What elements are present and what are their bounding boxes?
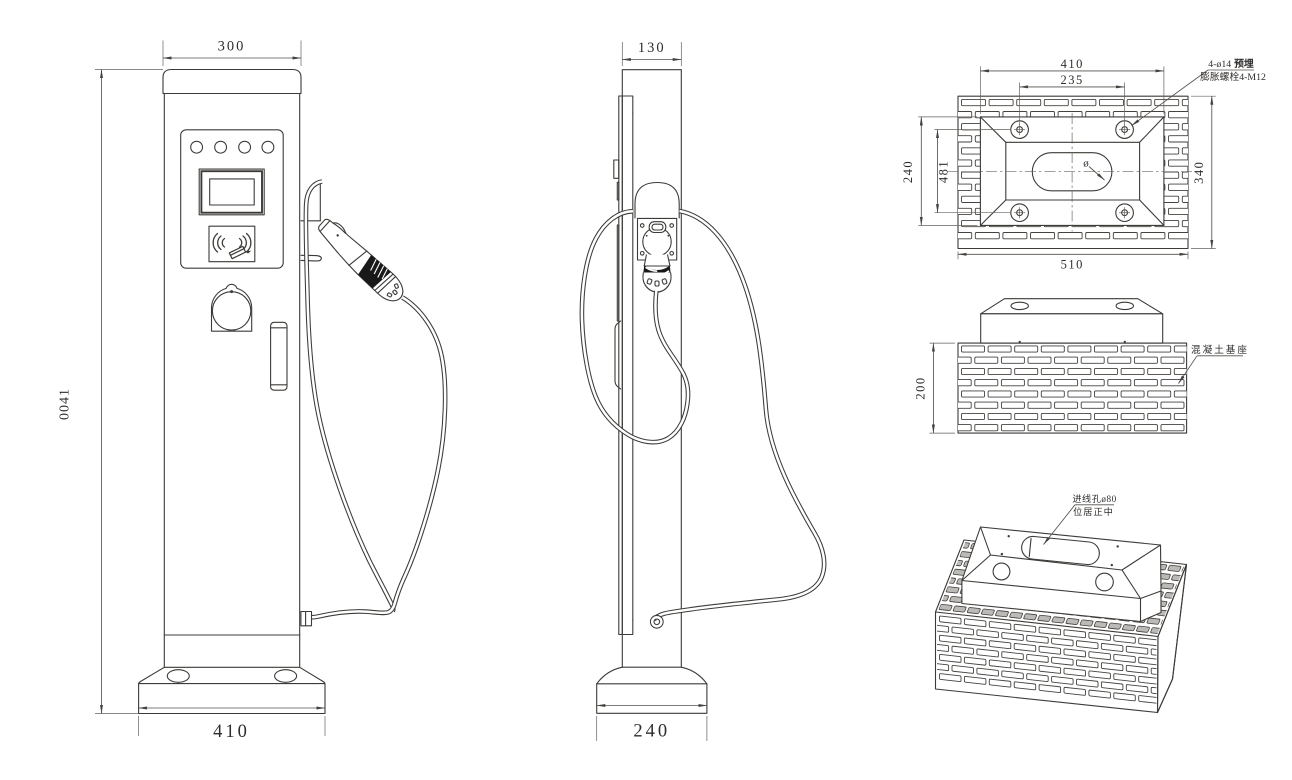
dim-side-width-label: 130 — [638, 40, 666, 56]
dim-front-width-label: 300 — [218, 39, 246, 55]
dim-plan-pad-depth: 340 — [1191, 95, 1216, 249]
elev-concrete-note: 混凝土基座 — [1191, 344, 1249, 356]
charging-cable-front-inner — [304, 180, 395, 612]
dim-side-width: 130 — [621, 40, 682, 66]
dim-plan-pedestal-depth-label: 240 — [901, 160, 915, 183]
display-screen — [198, 168, 265, 216]
elev-concrete-leader: 混凝土基座 — [1178, 344, 1249, 384]
elev-pedestal — [980, 298, 1164, 344]
dim-plan-pedestal-width-label: 410 — [1061, 57, 1084, 71]
foundation-elevation-view: 200 混凝土基座 — [914, 298, 1249, 434]
side-view: 130 240 — [579, 40, 827, 742]
side-base — [596, 666, 708, 714]
dim-side-base: 240 — [596, 704, 708, 742]
plan-pedestal-top-face — [1005, 141, 1141, 201]
rfid-reader — [208, 225, 256, 263]
dim-plan-bolt-spacing-v: 481 — [934, 129, 1010, 214]
plan-diameter-symbol: ø — [1083, 158, 1089, 170]
gun-grip — [358, 254, 391, 289]
cable-entry-fitting — [300, 610, 313, 627]
gun-button-dot — [336, 234, 339, 237]
dim-plan-bolt-spacing-h-label: 235 — [1060, 73, 1083, 87]
rfid-card-swipe-icon — [212, 232, 252, 260]
iso-bolt-hole-left — [992, 562, 1011, 581]
dim-plan-bolt-spacing-v-label: 481 — [937, 160, 951, 183]
side-slot-profile — [614, 320, 622, 390]
iso-pedestal — [961, 526, 1162, 623]
charging-socket — [210, 283, 253, 332]
iso-inlet-note-line1: 进线孔ø80 — [1072, 493, 1116, 504]
side-door-panel — [618, 95, 634, 636]
pillar-top-cap — [162, 68, 302, 95]
cable-end-ring — [650, 615, 663, 628]
dim-elev-pad-height: 200 — [914, 342, 955, 434]
charging-cable-side-right — [652, 209, 826, 622]
gun-tail-vents — [386, 283, 399, 298]
side-slot — [270, 321, 288, 391]
front-view: 300 0041 410 — [58, 39, 448, 742]
dim-front-height: 0041 — [58, 69, 163, 714]
dim-elev-pad-height-label: 200 — [914, 376, 928, 399]
plan-bolt-note-code: 4-ø14 — [1208, 59, 1231, 70]
base-plate — [138, 666, 326, 715]
side-connector-plug — [642, 254, 672, 293]
charging-cable-front-outer — [311, 296, 447, 619]
side-display-bump — [613, 159, 620, 179]
iso-front-brick-hatch — [937, 615, 1157, 704]
plan-bolt-note-embed: 预埋 — [1234, 57, 1254, 70]
anchor-slot-left — [166, 669, 190, 683]
pillar-body — [163, 92, 301, 668]
dim-plan-pedestal-depth: 240 — [901, 116, 978, 226]
dim-front-base: 410 — [138, 706, 326, 742]
iso-box-outline — [934, 539, 1188, 714]
plan-bolt-note-line2: 膨胀螺栓4-M12 — [1200, 70, 1266, 83]
iso-inlet-hole — [1021, 535, 1100, 566]
dim-front-base-label: 410 — [213, 722, 250, 742]
iso-bolt-hole-right — [1095, 572, 1114, 592]
plan-diameter-callout: ø — [1083, 158, 1105, 181]
elev-brick-hatch — [958, 345, 1187, 432]
side-holster — [634, 181, 680, 261]
dim-plan-pad-depth-label: 340 — [1192, 161, 1206, 184]
indicator-lights — [190, 140, 275, 154]
anchor-slot-right — [274, 669, 298, 683]
dim-plan-bolt-spacing-h: 235 — [1019, 73, 1125, 125]
control-panel — [180, 129, 284, 269]
dim-front-height-label: 0041 — [58, 388, 73, 420]
side-slab — [621, 69, 682, 668]
charging-cable-side-left — [580, 210, 690, 444]
dim-plan-pedestal-width: 410 — [980, 57, 1165, 114]
dim-front-width: 300 — [162, 39, 302, 66]
side-front-strip — [616, 224, 620, 322]
charging-gun — [318, 218, 404, 302]
side-reader-strip — [616, 181, 620, 201]
iso-inlet-note-line2: 位居正中 — [1073, 506, 1114, 517]
iso-inlet-leader: 进线孔ø80 位居正中 — [1043, 493, 1116, 545]
dim-plan-pad-width-label: 510 — [1061, 258, 1084, 272]
foundation-3d-view: 进线孔ø80 位居正中 — [934, 493, 1188, 714]
socket-pin-dot — [230, 290, 234, 294]
dim-side-base-label: 240 — [633, 722, 670, 742]
dim-plan-pad-width: 510 — [957, 251, 1189, 272]
